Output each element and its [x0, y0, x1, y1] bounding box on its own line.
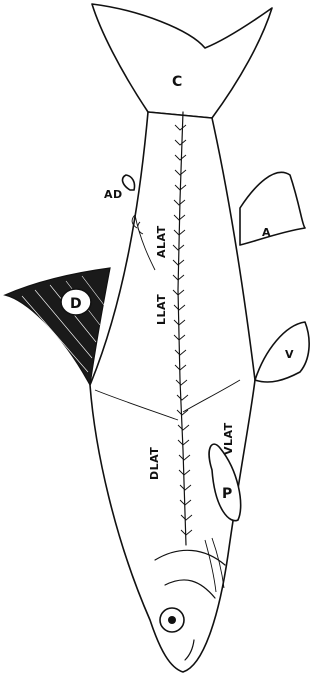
anal-fin-label: A — [262, 226, 271, 239]
eye-pupil — [168, 616, 176, 624]
alat-label: ALAT — [155, 225, 168, 258]
dlat-label: DLAT — [148, 447, 161, 480]
adipose-fin — [123, 175, 135, 190]
llat-label: LLAT — [155, 294, 168, 325]
caudal-fin-label: C — [172, 74, 182, 90]
dorsal-fin — [5, 268, 110, 385]
adipose-fin-label: AD — [104, 188, 123, 201]
caudal-fin — [92, 4, 272, 118]
anal-fin — [240, 172, 305, 245]
pelvic-fin-label: V — [285, 348, 294, 361]
dorsal-fin-label: D — [70, 296, 82, 312]
pectoral-fin-label: P — [222, 486, 232, 502]
vlat-label: VLAT — [222, 422, 235, 455]
pelvic-fin — [255, 322, 309, 382]
